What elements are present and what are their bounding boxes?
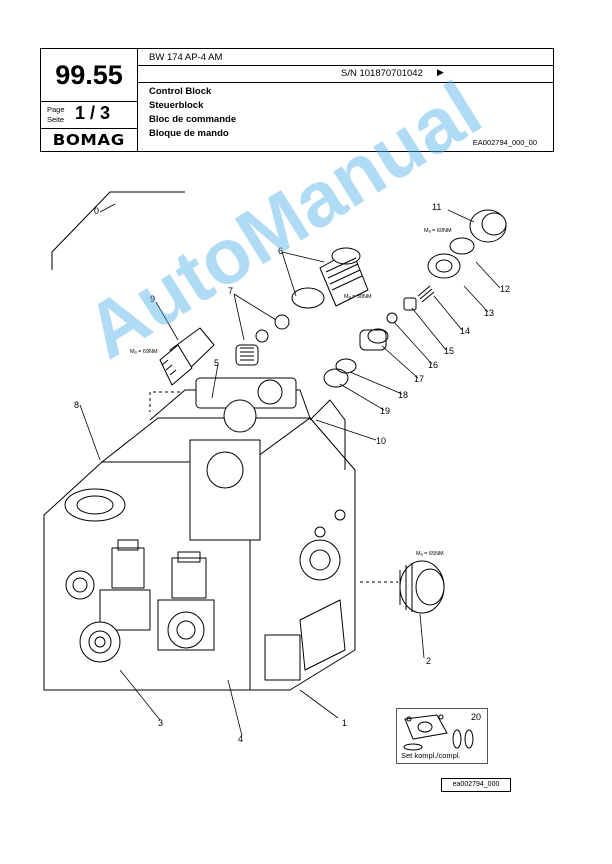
solenoid-right xyxy=(157,551,215,651)
valve-stack-15-19 xyxy=(323,285,435,388)
page-label: Page Seite xyxy=(47,105,65,125)
callout-19: 19 xyxy=(380,406,390,416)
cartridge-part-6 xyxy=(291,247,369,309)
callout-9: 9 xyxy=(150,294,155,304)
valve-part-9 xyxy=(159,327,215,386)
callout-1: 1 xyxy=(342,718,347,728)
callout-4: 4 xyxy=(238,734,243,744)
callout-3: 3 xyxy=(158,718,163,728)
seal-kit-box: 20 Set kompl./compl. xyxy=(396,708,488,764)
callout-14: 14 xyxy=(460,326,470,336)
title-en: Control Block xyxy=(149,86,212,97)
drawing-ref: EA002794_000_00 xyxy=(472,138,537,147)
callout-8: 8 xyxy=(74,400,79,410)
callout-13: 13 xyxy=(484,308,494,318)
torque-spec-6: Mₐ = 30NM xyxy=(344,294,372,300)
spool-part-7 xyxy=(235,314,290,366)
brand-cell: BOMAG xyxy=(41,129,137,151)
kit-callout: 20 xyxy=(470,712,481,722)
callout-16: 16 xyxy=(428,360,438,370)
callout-6: 6 xyxy=(278,246,283,256)
leader-line xyxy=(149,391,180,412)
title-de: Steuerblock xyxy=(149,100,204,111)
callout-leaders xyxy=(79,203,501,737)
callout-0: 0 xyxy=(94,206,99,216)
callout-numbers: 0 1 2 3 4 5 6 7 8 9 10 11 12 13 14 15 16… xyxy=(74,202,510,744)
callout-18: 18 xyxy=(398,390,408,400)
torque-spec-11: Mₐ = 60NM xyxy=(424,228,452,234)
cartridge-11-13 xyxy=(427,209,507,279)
torque-specs: Mₐ = 60NM Mₐ = 30NM Mₐ = 69NM Mₐ = 65NM xyxy=(130,228,452,557)
header-left-column: 99.55 Page Seite 1 / 3 BOMAG xyxy=(41,49,138,151)
footer-ref: ea002794_000 xyxy=(441,778,511,792)
page-label-en: Page xyxy=(47,105,65,114)
page-label-de: Seite xyxy=(47,115,65,124)
header-divider xyxy=(137,82,553,83)
callout-15: 15 xyxy=(444,346,454,356)
torque-spec-2: Mₐ = 65NM xyxy=(416,551,444,557)
callout-12: 12 xyxy=(500,284,510,294)
brand-logo: BOMAG xyxy=(52,131,126,149)
section-code: 99.55 xyxy=(41,49,137,102)
title-es: Bloque de mando xyxy=(149,128,229,139)
frame-outline xyxy=(51,191,185,270)
callout-7: 7 xyxy=(228,286,233,296)
callout-17: 17 xyxy=(414,374,424,384)
seal-kit-icon xyxy=(403,714,474,751)
exploded-view-diagram: 0 1 2 3 4 5 6 7 8 9 10 11 12 13 14 15 16… xyxy=(43,191,510,744)
callout-5: 5 xyxy=(214,358,219,368)
torque-spec-9: Mₐ = 69NM xyxy=(130,349,158,355)
callout-10: 10 xyxy=(376,436,386,446)
callout-11: 11 xyxy=(432,202,441,212)
page-number: 1 / 3 xyxy=(75,103,111,123)
plug-part-2 xyxy=(399,560,445,614)
model-name: BW 174 AP-4 AM xyxy=(149,52,223,63)
kit-label: Set kompl./compl. xyxy=(401,751,461,760)
serial-number: S/N 101870701042 xyxy=(341,68,423,79)
title-fr: Bloc de commande xyxy=(149,114,237,125)
serial-arrow-icon: ▶ xyxy=(437,67,444,77)
page-cell: Page Seite 1 / 3 xyxy=(41,102,137,129)
header-table: 99.55 Page Seite 1 / 3 BOMAG BW 174 AP-4… xyxy=(40,48,554,152)
header-divider xyxy=(137,65,553,66)
callout-2: 2 xyxy=(426,656,431,666)
solenoid-left xyxy=(79,539,151,663)
